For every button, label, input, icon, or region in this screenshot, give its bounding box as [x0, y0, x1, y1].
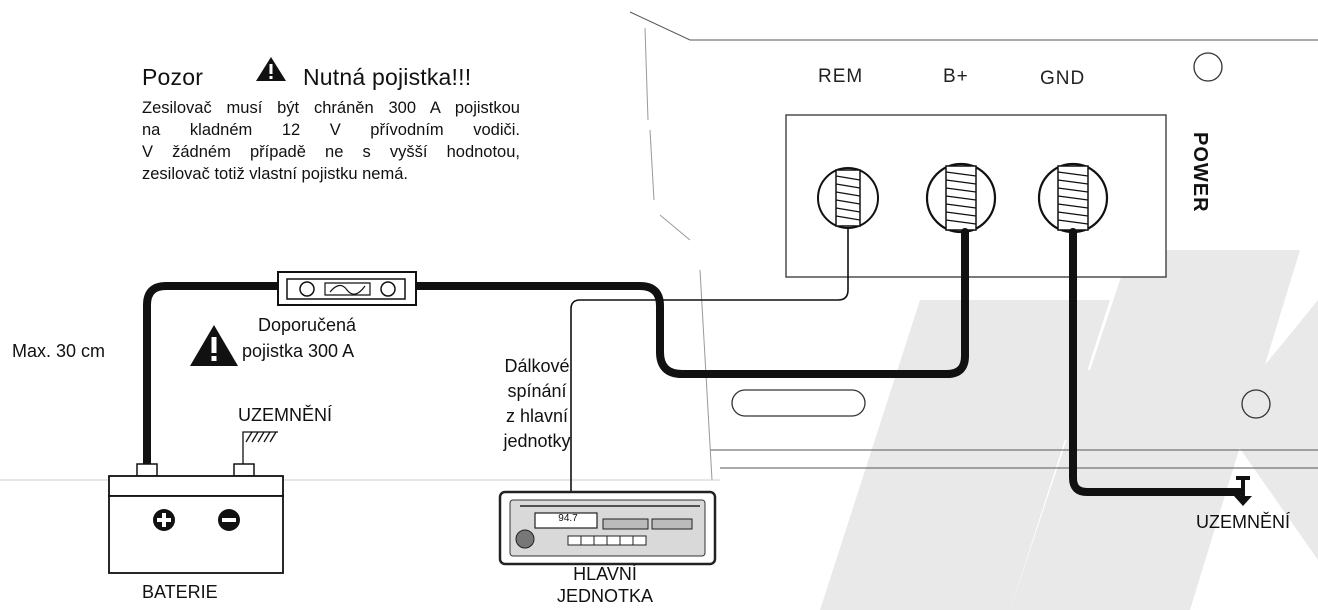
remote-label-line: z hlavní	[505, 406, 569, 426]
fuse-icon	[277, 271, 417, 306]
power-cable	[143, 228, 969, 470]
remote-label-line: spínání	[507, 381, 567, 401]
ground-symbol-icon	[242, 431, 278, 464]
warning-line: Zesilovač musí být chráněn 300 A pojistk…	[142, 99, 520, 117]
minus-icon	[218, 509, 240, 531]
terminal-gnd	[1037, 162, 1109, 234]
warning-triangle-icon	[256, 57, 286, 81]
vent-slot	[731, 389, 866, 417]
warning-line: V žádném případě ne s vyšší hodnotou,	[142, 143, 520, 161]
terminal-label-gnd: GND	[1040, 68, 1086, 89]
watermark	[820, 250, 1318, 610]
terminal-bplus	[925, 162, 997, 234]
battery	[108, 463, 284, 574]
fuse-label-line1: Doporučená	[257, 315, 357, 335]
plus-icon	[153, 509, 175, 531]
remote-wire	[570, 228, 849, 492]
warning-title: Pozor Nutná pojistka!!!	[142, 64, 471, 91]
head-unit-label-line: HLAVNÍ	[573, 564, 637, 584]
mount-hole-bottom	[1241, 389, 1271, 419]
warning-line: zesilovač totiž vlastní pojistku nemá.	[142, 165, 408, 183]
mount-hole-top	[1193, 52, 1223, 82]
warning-title-right: Nutná pojistka!!!	[303, 64, 472, 90]
head-unit-label-line: JEDNOTKA	[556, 586, 653, 606]
fuse-label-line2: pojistka 300 A	[242, 341, 355, 361]
max-length-label: Max. 30 cm	[12, 341, 106, 361]
ground-cable	[1069, 228, 1244, 496]
warning-line: na kladném 12 V přívodním vodiči.	[142, 121, 520, 139]
terminal-label-bplus: B+	[943, 66, 969, 87]
battery-label: BATERIE	[142, 582, 218, 602]
terminal-rem	[817, 167, 879, 229]
remote-label-line: Dálkové	[504, 356, 570, 376]
power-label: POWER	[1189, 132, 1211, 213]
fuse-warning-triangle-icon	[190, 325, 238, 366]
head-unit-label: HLAVNÍ JEDNOTKA	[530, 563, 680, 607]
remote-label: Dálkové spínání z hlavní jednotky	[462, 354, 612, 454]
warning-body: Zesilovač musí být chráněn 300 A pojistk…	[142, 97, 520, 185]
head-unit-display: 94.7	[558, 513, 578, 524]
head-unit	[498, 490, 717, 566]
terminal-label-rem: REM	[818, 66, 864, 87]
ground-battery-label: UZEMNĚNÍ	[238, 405, 332, 425]
ground-amp-label: UZEMNĚNÍ	[1196, 512, 1290, 532]
warning-title-left: Pozor	[142, 64, 204, 90]
amp-ground-symbol-icon	[1234, 476, 1252, 506]
remote-label-line: jednotky	[503, 431, 571, 451]
